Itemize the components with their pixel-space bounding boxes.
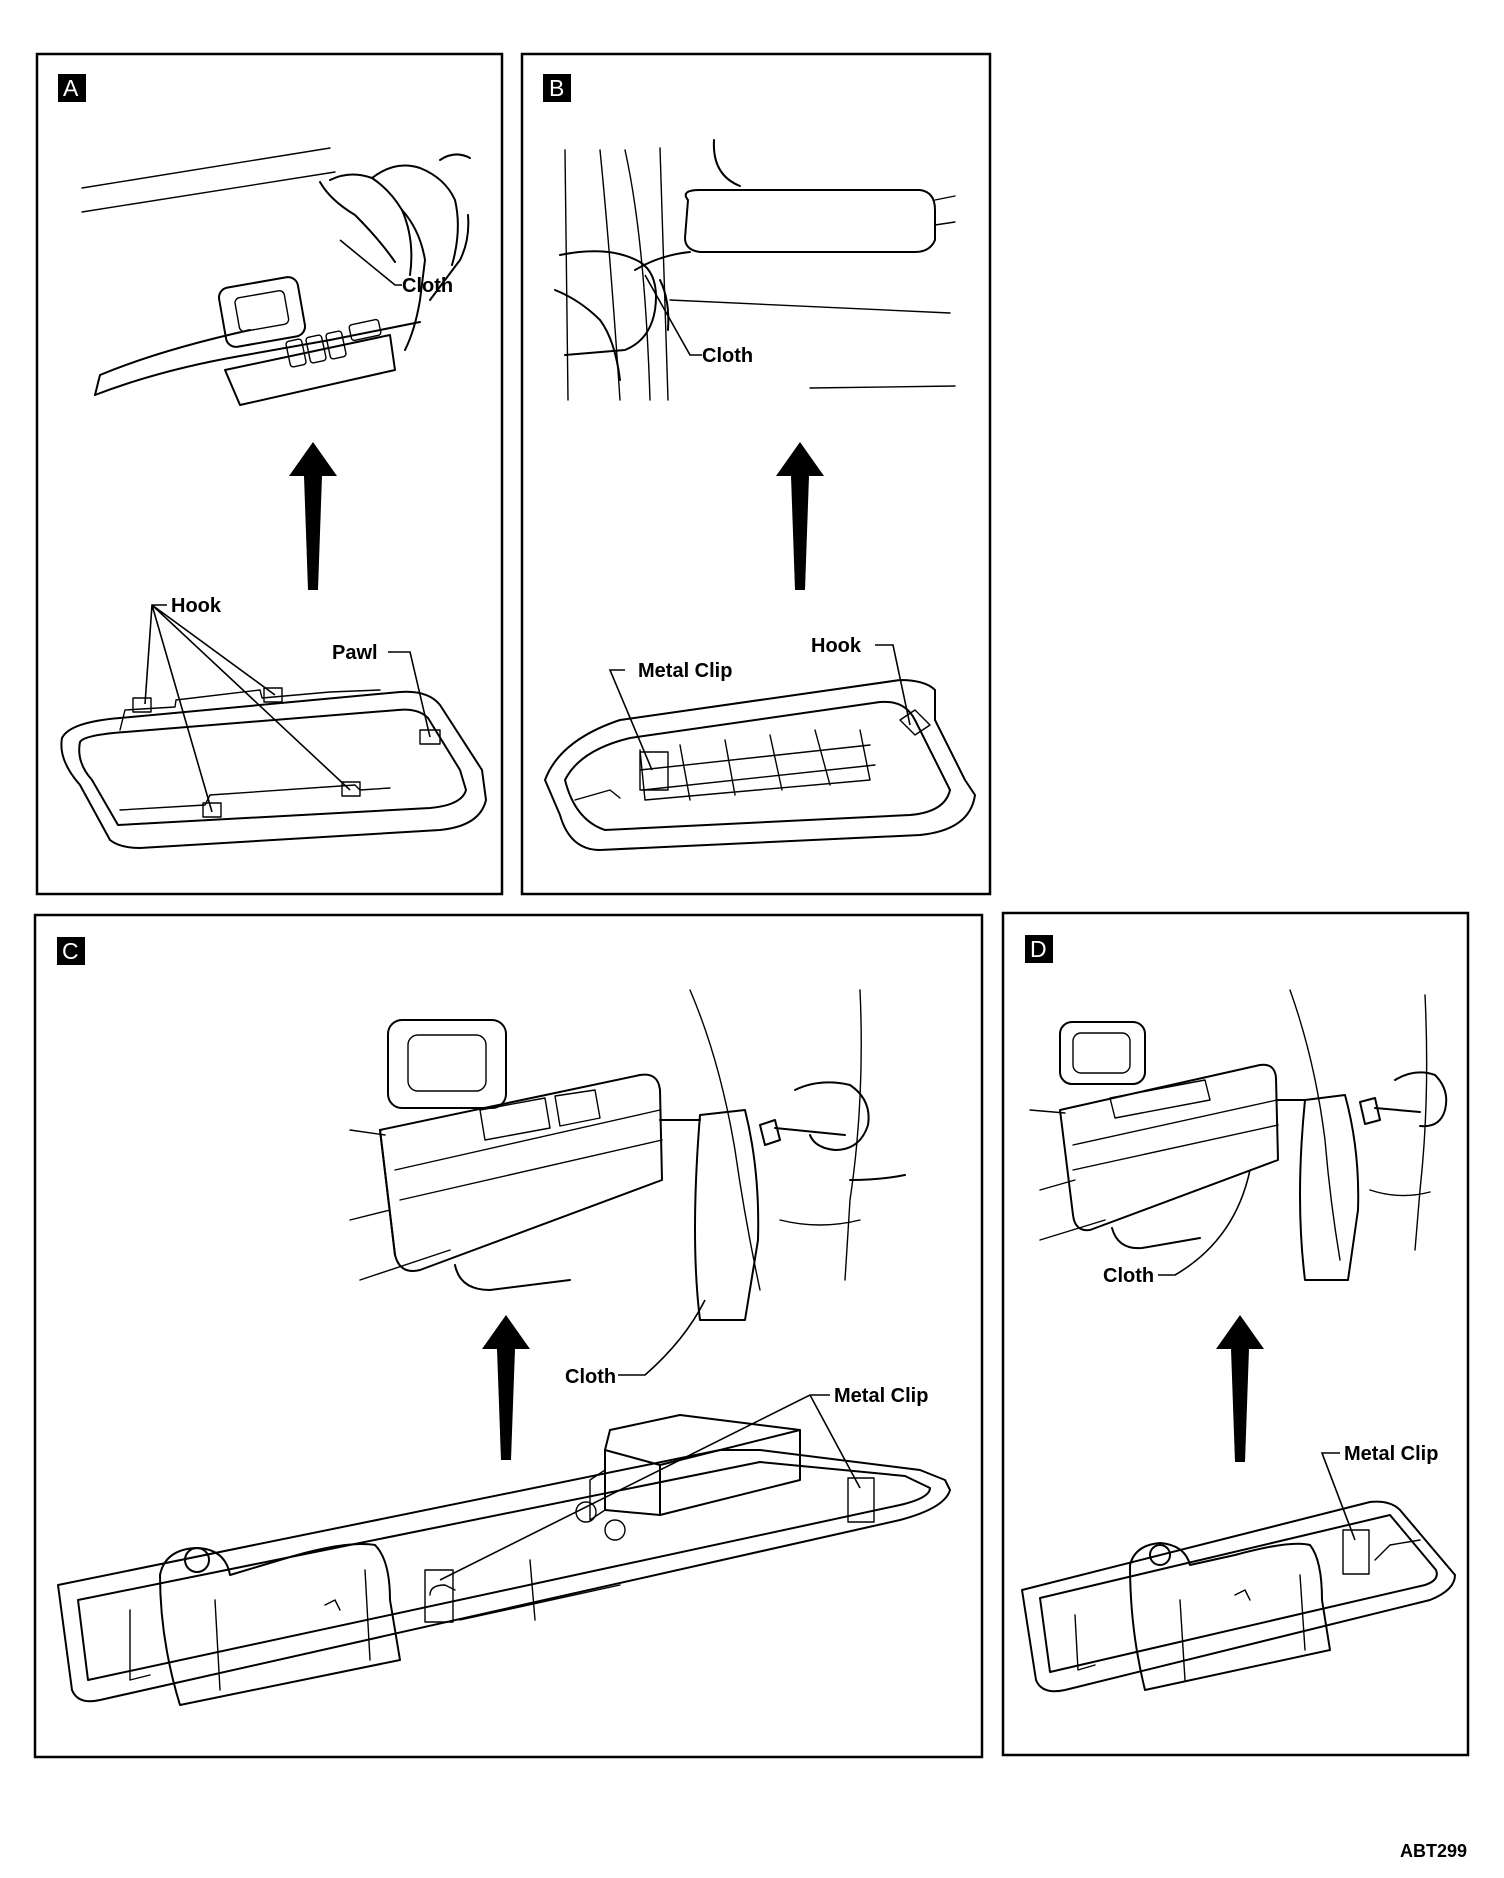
panel-b-callout-hook: Hook bbox=[811, 635, 862, 657]
panel-d-up-arrow bbox=[1216, 1315, 1264, 1462]
panel-c-switch-panel-part-illustration bbox=[57, 1414, 951, 1706]
panel-c-callout-cloth: Cloth bbox=[565, 1366, 616, 1388]
panel-a-callout-cloth: Cloth bbox=[402, 275, 453, 297]
panel-c-metal-clip-left bbox=[424, 1569, 454, 1623]
panel-b-armrest-part-illustration bbox=[544, 679, 976, 851]
panel-b: B Cloth bbox=[520, 52, 992, 896]
panel-a-door-trim-illustration bbox=[81, 147, 471, 406]
panel-d-callout-metal-clip: Metal Clip bbox=[1344, 1443, 1438, 1465]
panel-a-hook-slot-2 bbox=[263, 687, 283, 703]
panel-b-callout-metal-clip: Metal Clip bbox=[638, 660, 732, 682]
panel-d-door-trim-illustration bbox=[1029, 989, 1448, 1281]
panel-c-up-arrow bbox=[482, 1315, 530, 1460]
panel-a-hook-slot-3 bbox=[202, 802, 222, 818]
panel-a-up-arrow bbox=[289, 442, 337, 590]
panel-a: A Cloth bbox=[35, 52, 504, 896]
panel-c-metal-clip-right bbox=[847, 1477, 875, 1523]
panel-c-door-trim-illustration bbox=[349, 989, 906, 1321]
panel-c-badge-label: C bbox=[62, 938, 79, 964]
panel-b-frame bbox=[520, 52, 992, 896]
figure-code: ABT299 bbox=[1400, 1841, 1467, 1861]
panel-b-armrest-illustration bbox=[554, 139, 956, 401]
panel-b-hook-shape bbox=[899, 709, 931, 736]
panel-c: C Cloth bbox=[33, 913, 984, 1759]
panel-b-metal-clip-shape bbox=[639, 751, 669, 791]
panel-a-hook-slot-4 bbox=[341, 781, 361, 797]
panel-d-badge-label: D bbox=[1030, 936, 1047, 962]
panel-d-switch-panel-part-illustration bbox=[1021, 1500, 1456, 1693]
panel-c-callout-metal-clip: Metal Clip bbox=[834, 1385, 928, 1407]
panel-b-badge-label: B bbox=[549, 75, 564, 101]
panel-a-hook-slot-1 bbox=[132, 697, 152, 713]
panel-a-callout-hook: Hook bbox=[171, 595, 222, 617]
panel-b-badge bbox=[543, 74, 571, 102]
panel-a-badge-label: A bbox=[63, 75, 79, 101]
panel-a-badge bbox=[58, 74, 86, 102]
panel-d: D Cloth bbox=[1001, 911, 1470, 1757]
panel-a-pawl-slot bbox=[419, 729, 441, 745]
panel-d-frame bbox=[1001, 911, 1470, 1757]
panel-a-callout-pawl: Pawl bbox=[332, 642, 378, 664]
panel-b-up-arrow bbox=[776, 442, 824, 590]
panel-a-frame bbox=[35, 52, 504, 896]
panel-c-frame bbox=[33, 913, 984, 1759]
panel-a-bezel-part-illustration bbox=[60, 687, 487, 849]
panel-b-callout-cloth: Cloth bbox=[702, 345, 753, 367]
panel-d-metal-clip bbox=[1342, 1529, 1370, 1575]
panel-c-badge bbox=[57, 937, 85, 965]
panel-d-badge bbox=[1025, 935, 1053, 963]
panel-d-callout-cloth: Cloth bbox=[1103, 1265, 1154, 1287]
